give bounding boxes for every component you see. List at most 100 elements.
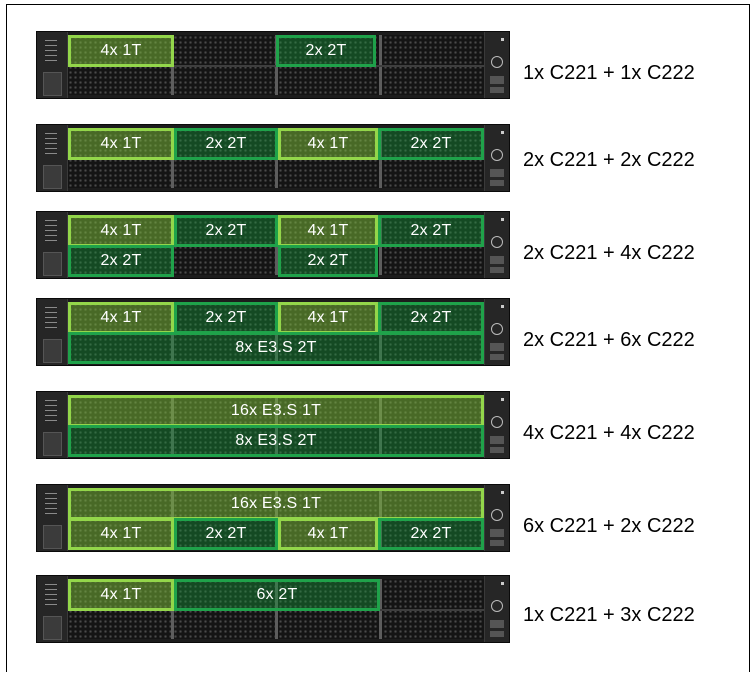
model-label: [490, 343, 504, 351]
lenovo-pull-tab: [43, 432, 62, 456]
vent-slot: [45, 508, 57, 509]
left-rack-ear: [37, 125, 68, 191]
left-rack-ear: [37, 212, 68, 278]
drive-group: 4x 1T: [68, 35, 174, 67]
lenovo-pull-tab: [43, 525, 62, 549]
right-rack-ear: [484, 32, 509, 98]
vent-slot: [45, 138, 57, 139]
status-led: [501, 398, 504, 401]
vent-slot: [45, 599, 57, 600]
vent-slot: [45, 503, 57, 504]
status-led: [501, 305, 504, 308]
vent-slot: [45, 405, 57, 406]
configuration-label: 4x C221 + 4x C222: [523, 422, 695, 444]
drive-group: 4x 1T: [278, 302, 378, 334]
configuration-label: 1x C221 + 1x C222: [523, 62, 695, 84]
power-button-icon[interactable]: [491, 600, 503, 612]
drive-group: 2x 2T: [278, 245, 378, 277]
model-label: [490, 169, 504, 177]
model-label: [490, 631, 504, 637]
vent-slot: [45, 133, 57, 134]
vent-slot: [45, 604, 57, 605]
vent-slot: [45, 60, 57, 61]
drive-group: 2x 2T: [174, 518, 278, 550]
lenovo-pull-tab: [43, 252, 62, 276]
lenovo-pull-tab: [43, 72, 62, 96]
power-button-icon[interactable]: [491, 56, 503, 68]
power-button-icon[interactable]: [491, 236, 503, 248]
drive-group: 2x 2T: [68, 245, 174, 277]
power-button-icon[interactable]: [491, 509, 503, 521]
vent-slot: [45, 153, 57, 154]
vent-slot: [45, 312, 57, 313]
drive-group: 2x 2T: [378, 518, 484, 550]
vent-slot: [45, 513, 57, 514]
configuration-label: 6x C221 + 2x C222: [523, 515, 695, 537]
vent-slot: [45, 317, 57, 318]
right-rack-ear: [484, 299, 509, 365]
vent-slot: [45, 45, 57, 46]
drive-group: 4x 1T: [68, 579, 174, 611]
configuration-label: 2x C221 + 4x C222: [523, 242, 695, 264]
configuration-label: 2x C221 + 2x C222: [523, 149, 695, 171]
drive-group: 2x 2T: [378, 302, 484, 334]
drive-group: 2x 2T: [378, 128, 484, 160]
lenovo-pull-tab: [43, 616, 62, 640]
vent-slot: [45, 327, 57, 328]
model-label: [490, 447, 504, 453]
left-rack-ear: [37, 392, 68, 458]
drive-group: 16x E3.S 1T: [68, 395, 484, 427]
drive-group: 4x 1T: [278, 128, 378, 160]
drive-group: 4x 1T: [68, 215, 174, 247]
power-button-icon[interactable]: [491, 323, 503, 335]
lenovo-pull-tab: [43, 339, 62, 363]
vent-slot: [45, 55, 57, 56]
drive-group: 4x 1T: [68, 302, 174, 334]
vent-slot: [45, 225, 57, 226]
vent-slot: [45, 143, 57, 144]
vent-slot: [45, 40, 57, 41]
vent-slot: [45, 50, 57, 51]
vent-slot: [45, 220, 57, 221]
left-rack-ear: [37, 485, 68, 551]
configuration-label: 2x C221 + 6x C222: [523, 329, 695, 351]
status-led: [501, 491, 504, 494]
vent-slot: [45, 400, 57, 401]
vent-slot: [45, 493, 57, 494]
right-rack-ear: [484, 212, 509, 278]
drive-group: 4x 1T: [68, 518, 174, 550]
vent-slot: [45, 415, 57, 416]
left-rack-ear: [37, 299, 68, 365]
model-label: [490, 76, 504, 84]
drive-group: 2x 2T: [174, 215, 278, 247]
vent-slot: [45, 589, 57, 590]
model-label: [490, 87, 504, 93]
drive-group: 6x 2T: [174, 579, 380, 611]
vent-slot: [45, 240, 57, 241]
vent-slot: [45, 230, 57, 231]
left-rack-ear: [37, 32, 68, 98]
model-label: [490, 540, 504, 546]
model-label: [490, 256, 504, 264]
configuration-label: 1x C221 + 3x C222: [523, 604, 695, 626]
model-label: [490, 354, 504, 360]
drive-group: 4x 1T: [278, 215, 378, 247]
status-led: [501, 38, 504, 41]
power-button-icon[interactable]: [491, 416, 503, 428]
power-button-icon[interactable]: [491, 149, 503, 161]
drive-group: 8x E3.S 2T: [68, 425, 484, 457]
drive-group: 2x 2T: [378, 215, 484, 247]
model-label: [490, 267, 504, 273]
